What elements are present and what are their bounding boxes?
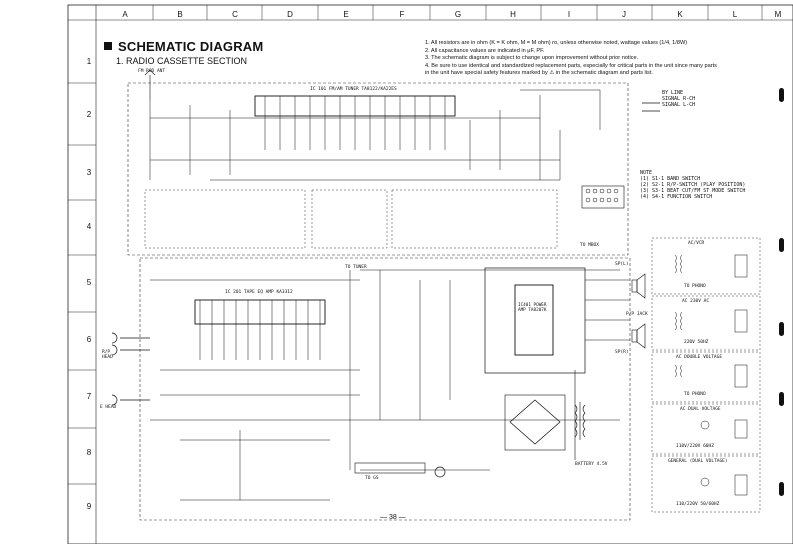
legend-item: (2) S2-1 R/P-SWITCH (PLAY POSITION) — [640, 182, 746, 188]
voltage-box-title: AC/VCR — [688, 241, 705, 246]
label-speaker-left: SP(L) — [615, 262, 629, 267]
column-header: I — [567, 10, 571, 19]
punch-hole-icon — [779, 88, 784, 102]
column-header: F — [399, 10, 405, 19]
label-fm-rod-ant: FM ROD ANT — [138, 69, 166, 74]
label-to-gs: TO GS — [365, 476, 379, 481]
voltage-box-sub: 110/220V 50/60HZ — [676, 502, 720, 507]
label-speaker-right: SP(R) — [615, 350, 629, 355]
note-line: 1. All resistors are in ohm (K = K ohm, … — [425, 40, 688, 46]
label-ic201: IC 201 TAPE EQ AMP KA3312 — [225, 290, 293, 295]
punch-hole-icon — [779, 482, 784, 496]
label-e-head: E HEAD — [100, 405, 117, 410]
column-header: L — [732, 10, 738, 19]
label-ic101: IC 101 FM/AM TUNER TA8122/KA22ES — [310, 87, 397, 92]
note-line: 4. Be sure to use identical and standard… — [425, 62, 717, 69]
row-header: 2 — [86, 110, 92, 119]
bullet-square-icon — [104, 42, 112, 50]
legend-item: (3) S3-1 BEAT CUT/FM ST MODE SWITCH — [640, 188, 746, 194]
column-header: M — [774, 10, 782, 19]
row-header: 3 — [86, 168, 92, 177]
voltage-box-title: AC 230V AC — [682, 299, 710, 304]
legend-item: (4) S4-1 FUNCTION SWITCH — [640, 194, 713, 200]
column-header: A — [122, 10, 128, 19]
punch-hole-icon — [779, 238, 784, 252]
row-header: 1 — [86, 57, 92, 66]
row-header: 9 — [86, 502, 92, 511]
legend-title: NOTE — [640, 170, 653, 176]
voltage-box-title: AC DUAL VOLTAGE — [680, 407, 721, 412]
row-header: 5 — [86, 278, 92, 287]
column-header: H — [510, 10, 516, 19]
voltage-box-sub: TO PHONO — [684, 392, 706, 397]
label-to-mbox: TO MBOX — [580, 243, 599, 248]
voltage-box-sub: 220V 50HZ — [684, 340, 709, 345]
row-header: 6 — [86, 335, 92, 344]
label-power-amp: IC401 POWER AMP TA8207K — [518, 303, 547, 313]
punch-hole-icon — [779, 392, 784, 406]
legend-signal-r: SIGNAL R-CH — [662, 96, 696, 102]
row-header: 4 — [86, 222, 92, 231]
legend-block: BY LINE SIGNAL R-CH SIGNAL L-CH NOTE (1)… — [640, 90, 745, 200]
label-pp-jack: P/P JACK — [626, 312, 648, 317]
label-to-tuner: TO TUNER — [345, 265, 367, 270]
note-line: 2. All capacitance values are indicated … — [425, 47, 545, 54]
column-header: E — [343, 10, 349, 19]
row-header: 8 — [86, 448, 92, 457]
row-header: 7 — [86, 392, 92, 401]
column-header: K — [677, 10, 683, 19]
column-header: J — [622, 10, 626, 19]
column-header: D — [287, 10, 293, 19]
page-number: — 38 — — [380, 514, 406, 521]
note-line: 3. The schematic diagram is subject to c… — [425, 55, 639, 62]
legend-signal-l: SIGNAL L-CH — [662, 102, 696, 108]
punch-hole-icon — [779, 322, 784, 336]
column-header: B — [177, 10, 183, 19]
label-rp-head: R/P HEAD — [102, 350, 113, 360]
voltage-box-sub: TO PHONO — [684, 284, 706, 289]
label-battery: BATTERY 4.5V — [575, 462, 608, 467]
column-header: G — [454, 10, 462, 19]
voltage-box-title: AC DOUBLE VOLTAGE — [676, 355, 723, 360]
notes-block: 1. All resistors are in ohm (K = K ohm, … — [425, 40, 765, 78]
legend-item: (1) S1-1 BAND SWITCH — [640, 176, 701, 182]
column-header: C — [232, 10, 238, 19]
section-subtitle: 1. RADIO CASSETTE SECTION — [116, 56, 248, 66]
note-line: in the unit have special safety features… — [425, 70, 653, 77]
legend-by-line: BY LINE — [662, 90, 684, 96]
page-title: SCHEMATIC DIAGRAM — [104, 39, 263, 54]
voltage-box-title: GENERAL (DUAL VOLTAGE) — [668, 459, 728, 464]
title-text: SCHEMATIC DIAGRAM — [118, 39, 264, 54]
voltage-box-sub: 110V/220V 60HZ — [676, 444, 714, 449]
